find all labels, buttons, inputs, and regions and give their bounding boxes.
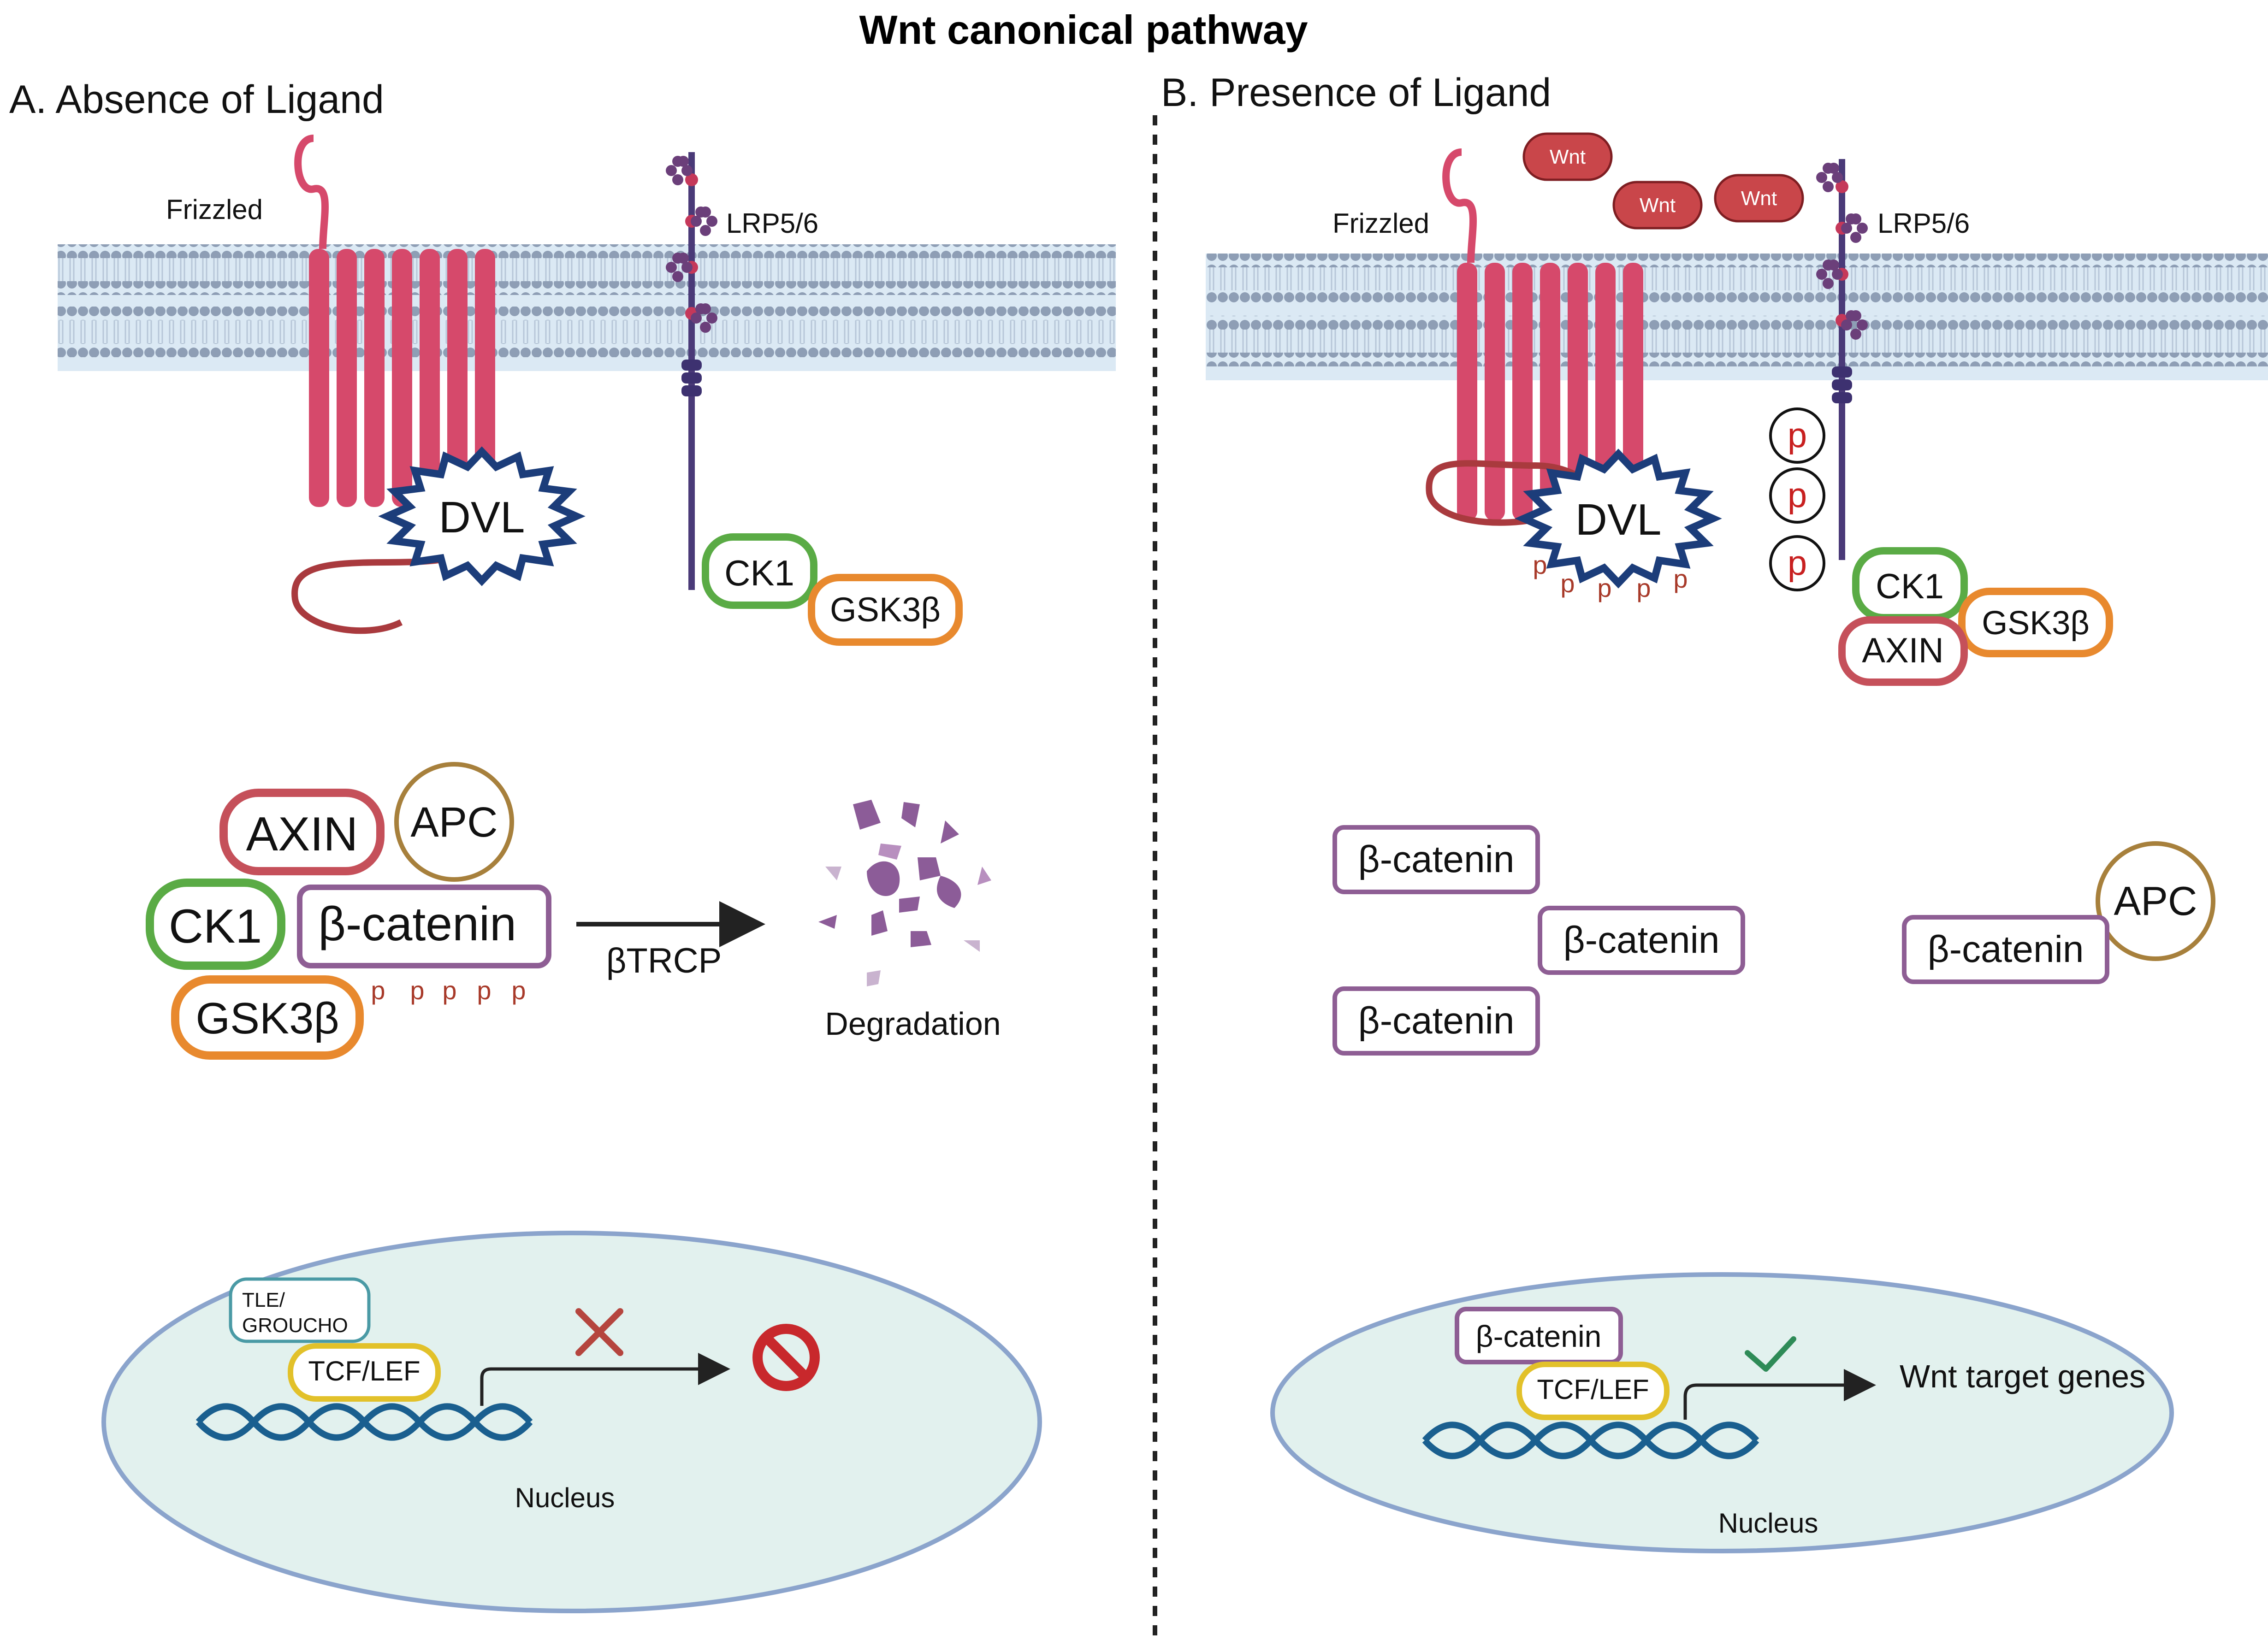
nucleus-label-a: Nucleus	[515, 1482, 615, 1513]
dvl-protein-b: DVL	[1515, 448, 1722, 589]
frizzled-label-b: Frizzled	[1332, 208, 1429, 239]
dna-helix-b	[1422, 1422, 1759, 1459]
beta-catenin-nuclear-b: β-catenin	[1455, 1307, 1623, 1364]
wnt-ligand-2: Wnt	[1612, 181, 1703, 230]
svg-text:β-catenin: β-catenin	[1358, 838, 1515, 880]
svg-text:β-catenin: β-catenin	[1928, 928, 2084, 970]
degradation-fragments-icon	[818, 800, 991, 986]
svg-text:CK1: CK1	[169, 900, 262, 953]
beta-catenin-free-2: β-catenin	[1538, 906, 1745, 975]
panel-b-heading: B. Presence of Ligand	[1161, 71, 1551, 115]
ck1-complex-a: CK1	[146, 879, 285, 970]
dna-helix-a	[195, 1403, 533, 1441]
svg-text:TCF/LEF: TCF/LEF	[1537, 1374, 1649, 1405]
beta-catenin-free-4: β-catenin	[1902, 915, 2109, 984]
svg-text:β-catenin: β-catenin	[1476, 1319, 1602, 1353]
beta-catenin-complex-a: β-catenin	[297, 885, 551, 968]
panel-a-heading: A. Absence of Ligand	[9, 77, 384, 122]
svg-text:β-catenin: β-catenin	[1563, 919, 1720, 961]
transcription-arrow-a	[480, 1353, 730, 1406]
lrp-phospho-b: p p p	[1769, 407, 1825, 591]
tle-groucho-a: TLE/ GROUCHO	[229, 1277, 371, 1343]
no-transcription-icon	[752, 1324, 820, 1391]
dvl-protein-a: DVL	[378, 446, 586, 586]
axin-complex-a: AXIN	[219, 789, 385, 875]
lrp-beta-propeller-icon	[666, 156, 717, 333]
cell-membrane-b	[1206, 254, 2268, 380]
svg-text:p: p	[1788, 543, 1807, 583]
lrp-label-a: LRP5/6	[726, 208, 818, 239]
wnt-ligand-3: Wnt	[1714, 174, 1804, 223]
tcf-lef-a: TCF/LEF	[288, 1343, 441, 1402]
svg-text:GSK3β: GSK3β	[1982, 605, 2090, 642]
svg-text:GSK3β: GSK3β	[830, 590, 941, 629]
svg-text:CK1: CK1	[724, 553, 794, 593]
phospho-mark: p	[1636, 573, 1651, 602]
svg-text:p: p	[1788, 416, 1807, 455]
gsk3b-recruited-b: GSK3β	[1958, 588, 2113, 657]
ck1-recruited-b: CK1	[1852, 547, 1968, 621]
svg-text:TLE/: TLE/	[242, 1289, 285, 1311]
lrp-label-b: LRP5/6	[1877, 208, 1970, 239]
svg-text:CK1: CK1	[1876, 567, 1944, 606]
svg-text:APC: APC	[2114, 878, 2197, 924]
phospho-mark: p	[1533, 550, 1547, 579]
lrp5-6-coreceptor-a	[666, 152, 717, 590]
lrp5-6-coreceptor-b	[1816, 159, 1868, 560]
phospho-mark: p	[1597, 573, 1611, 602]
cell-membrane-a	[58, 244, 1116, 371]
beta-catenin-free-1: β-catenin	[1332, 825, 1540, 894]
phospho-mark: p	[410, 976, 424, 1005]
svg-text:AXIN: AXIN	[1862, 631, 1943, 670]
wnt-ligand-1: Wnt	[1522, 132, 1613, 181]
ck1-membrane-a: CK1	[702, 533, 817, 609]
transcription-arrow-b	[1683, 1369, 1876, 1420]
svg-text:β-catenin: β-catenin	[318, 897, 516, 951]
frizzled-receptor-b	[1426, 148, 1643, 536]
check-icon	[1745, 1336, 1796, 1372]
phospho-mark: p	[442, 976, 456, 1005]
beta-catenin-free-3: β-catenin	[1332, 986, 1540, 1056]
phospho-mark: p	[1673, 564, 1688, 593]
svg-text:DVL: DVL	[1575, 495, 1662, 544]
btrcp-label: βTRCP	[606, 941, 722, 980]
phospho-mark: p	[477, 976, 491, 1005]
blocked-cross-icon	[575, 1308, 623, 1356]
axin-recruited-b: AXIN	[1838, 616, 1968, 686]
phospho-mark: p	[1560, 569, 1575, 598]
svg-text:Wnt: Wnt	[1550, 146, 1586, 168]
frizzled-label-a: Frizzled	[166, 194, 263, 225]
svg-text:β-catenin: β-catenin	[1358, 1000, 1515, 1042]
svg-text:APC: APC	[410, 799, 497, 846]
svg-text:Wnt: Wnt	[1640, 194, 1676, 217]
apc-complex-a: APC	[394, 762, 514, 882]
svg-text:AXIN: AXIN	[246, 808, 358, 861]
gsk3b-complex-a: GSK3β	[171, 975, 364, 1060]
wnt-target-genes-label: Wnt target genes	[1900, 1358, 2145, 1394]
nucleus-label-b: Nucleus	[1718, 1508, 1818, 1539]
svg-text:GROUCHO: GROUCHO	[242, 1314, 348, 1337]
diagram-title: Wnt canonical pathway	[859, 7, 1308, 53]
phospho-mark: p	[371, 976, 385, 1005]
apc-b: APC	[2096, 841, 2215, 961]
tcf-lef-b: TCF/LEF	[1516, 1362, 1670, 1420]
svg-text:TCF/LEF: TCF/LEF	[308, 1356, 420, 1386]
svg-text:DVL: DVL	[439, 493, 525, 542]
degradation-label: Degradation	[825, 1006, 1001, 1042]
phospho-mark: p	[511, 976, 526, 1005]
svg-text:GSK3β: GSK3β	[195, 994, 339, 1043]
gsk3b-membrane-a: GSK3β	[808, 574, 963, 646]
svg-text:p: p	[1788, 476, 1807, 515]
svg-text:Wnt: Wnt	[1741, 187, 1777, 210]
